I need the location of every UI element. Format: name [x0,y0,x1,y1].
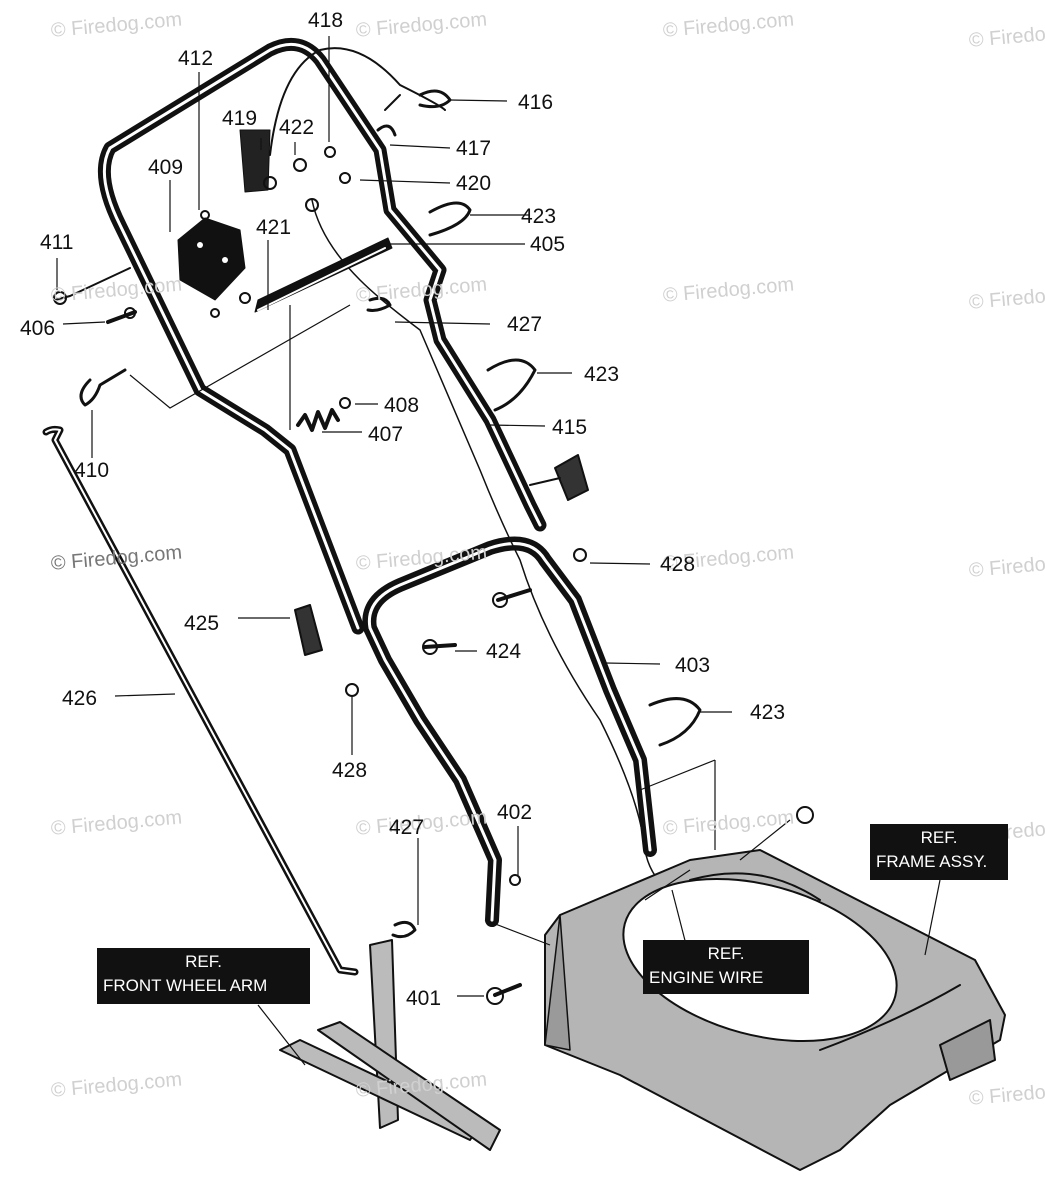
callout-406: 406 [20,317,56,340]
callout-416: 416 [518,91,554,114]
callout-428-right: 428 [660,553,696,576]
callout-411: 411 [40,231,74,254]
callout-423-low: 423 [750,701,786,724]
callout-417: 417 [456,137,492,160]
callout-419: 419 [222,107,258,130]
callout-428-left: 428 [332,759,368,782]
callout-423-mid: 423 [584,363,620,386]
bail-bar [254,237,393,313]
callout-423-top: 423 [521,205,557,228]
ref-engine-wire-line2: ENGINE WIRE [649,968,764,987]
callout-409: 409 [148,156,184,179]
callout-422: 422 [279,116,315,139]
callout-420: 420 [456,172,492,195]
callout-401: 401 [406,987,442,1010]
callout-412: 412 [178,47,214,70]
control-cable [269,47,446,156]
ref-front-wheel-arm: REF. FRONT WHEEL ARM [97,948,310,1004]
callout-418: 418 [308,9,344,32]
callout-415: 415 [552,416,588,439]
callout-424: 424 [486,640,522,663]
callout-427-top: 427 [507,313,543,336]
lower-handle [362,536,657,927]
switch-bracket [177,217,246,301]
callout-421: 421 [256,216,292,239]
callout-427-low: 427 [389,816,425,839]
ref-frame-assembly: REF. FRAME ASSY. [870,824,1008,880]
ref-front-wheel-arm-line1: REF. [185,952,222,971]
ref-frame-line2: FRAME ASSY. [876,852,988,871]
callout-408: 408 [384,394,420,417]
callout-425: 425 [184,612,220,635]
callout-410: 410 [74,459,110,482]
callout-426: 426 [62,687,98,710]
callout-407: 407 [368,423,404,446]
ref-engine-wire: REF. ENGINE WIRE [643,940,809,994]
upper-handle [97,37,547,635]
ref-engine-wire-line1: REF. [707,944,745,963]
ref-front-wheel-arm-line2: FRONT WHEEL ARM [103,976,268,995]
callout-402: 402 [497,801,533,824]
callout-405: 405 [530,233,566,256]
ref-frame-line1: REF. [920,828,958,847]
callout-403: 403 [675,654,711,677]
